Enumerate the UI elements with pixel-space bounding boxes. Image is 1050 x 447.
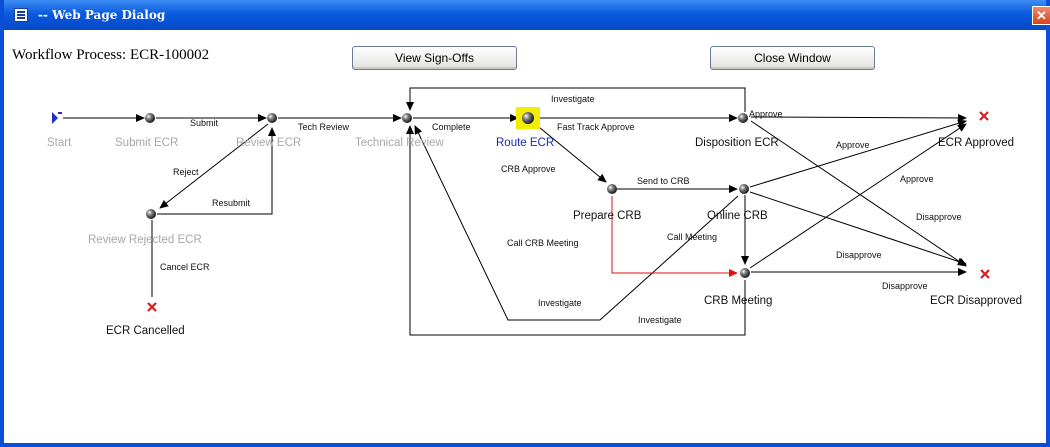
label-ecr-cancelled: ECR Cancelled	[106, 325, 185, 337]
edge-label-approve-disposition: Approve	[749, 109, 783, 119]
title-bar: -- Web Page Dialog	[4, 0, 1046, 30]
node-prepare-crb[interactable]	[607, 184, 617, 194]
label-review-rejected-ecr: Review Rejected ECR	[88, 234, 202, 246]
edge-label-approve-1: Approve	[836, 140, 870, 150]
edge-label-complete: Complete	[432, 122, 471, 132]
edge-resubmit	[157, 127, 276, 215]
edge-approve-online	[749, 119, 967, 188]
edge-call-crb-meeting	[611, 196, 738, 277]
edge-disapprove-online	[749, 191, 967, 266]
edge-label-disapprove-2: Disapprove	[836, 250, 882, 260]
edge-label-investigate-top: Investigate	[551, 94, 595, 104]
label-prepare-crb: Prepare CRB	[573, 210, 642, 222]
label-online-crb: Online CRB	[707, 210, 768, 222]
label-submit-ecr: Submit ECR	[115, 137, 178, 149]
edge-disapprove-disposition	[750, 120, 967, 267]
window-title: -- Web Page Dialog	[38, 8, 166, 22]
edge-investigate-top	[406, 87, 746, 112]
edge-investigate-bottom	[406, 125, 746, 336]
edge-label-call-meeting: Call Meeting	[667, 232, 717, 242]
edge-approve-meeting	[749, 123, 967, 269]
terminal-marks	[147, 111, 990, 312]
edge-label-send-to-crb: Send to CRB	[637, 176, 690, 186]
edge-label-resubmit: Resubmit	[212, 198, 251, 208]
edge-label-investigate-mid: Investigate	[538, 298, 582, 308]
edge-label-reject: Reject	[173, 167, 199, 177]
label-review-ecr: Review ECR	[236, 137, 301, 149]
edge-crb-approve	[533, 122, 607, 183]
edge-label-investigate-bottom: Investigate	[638, 315, 682, 325]
close-window-button[interactable]: Close Window	[710, 46, 875, 70]
cancelled-x-icon[interactable]	[147, 302, 157, 312]
edge-label-tech-review: Tech Review	[298, 122, 350, 132]
edge-label-disapprove-1: Disapprove	[916, 212, 962, 222]
node-review-ecr[interactable]	[267, 113, 277, 123]
node-review-rejected-ecr[interactable]	[146, 209, 156, 219]
workflow-title: Workflow Process: ECR-100002	[12, 47, 210, 63]
node-submit-ecr[interactable]	[145, 113, 155, 123]
node-technical-review[interactable]	[402, 113, 412, 123]
node-crb-meeting[interactable]	[740, 268, 750, 278]
edge-reject	[159, 123, 269, 209]
node-online-crb[interactable]	[739, 184, 749, 194]
edge-label-approve-2: Approve	[900, 174, 934, 184]
close-window-icon[interactable]: ✕	[1032, 6, 1050, 25]
label-disposition-ecr: Disposition ECR	[695, 137, 779, 149]
edge-label-submit: Submit	[190, 118, 219, 128]
edge-label-disapprove-3: Disapprove	[882, 281, 928, 291]
view-signoffs-button[interactable]: View Sign-Offs	[352, 46, 517, 70]
edge-approve-disposition	[750, 113, 967, 122]
label-crb-meeting: CRB Meeting	[704, 295, 772, 307]
edge-label-crb-approve: CRB Approve	[501, 164, 556, 174]
label-route-ecr: Route ECR	[496, 137, 554, 149]
label-ecr-approved: ECR Approved	[938, 137, 1014, 149]
edge-label-cancel-ecr: Cancel ECR	[160, 262, 210, 272]
edge-investigate-mid	[414, 125, 739, 321]
approved-x-icon[interactable]	[979, 111, 989, 121]
disapproved-x-icon[interactable]	[980, 269, 990, 279]
edges	[63, 87, 967, 336]
node-disposition-ecr[interactable]	[738, 113, 748, 123]
label-ecr-disapproved: ECR Disapproved	[930, 295, 1022, 307]
edge-label-call-crb-meeting: Call CRB Meeting	[507, 238, 579, 248]
start-icon[interactable]	[52, 112, 62, 124]
nodes	[145, 112, 750, 278]
label-technical-review: Technical Review	[355, 137, 445, 149]
label-start: Start	[47, 137, 72, 149]
edge-label-fast-track-approve: Fast Track Approve	[557, 122, 635, 132]
node-route-ecr[interactable]	[522, 112, 534, 124]
dialog-icon	[14, 8, 28, 22]
